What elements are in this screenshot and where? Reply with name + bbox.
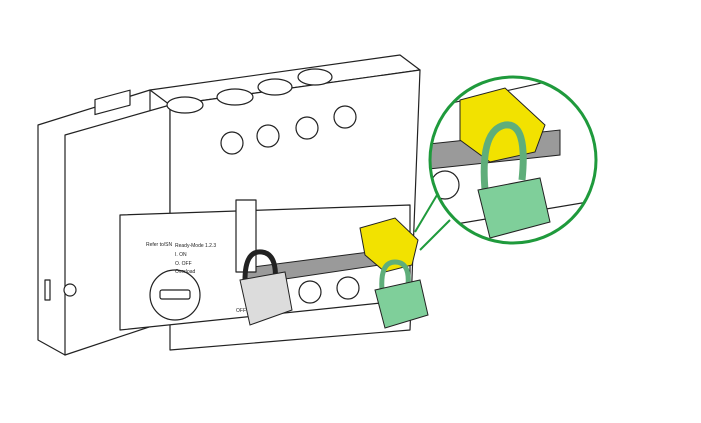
circuit-breaker: Refer to/SN Ready-Mode 1.2.3 I. ON O. OF… bbox=[37, 54, 421, 356]
rotary-knob bbox=[149, 269, 201, 321]
gray-padlock bbox=[235, 199, 293, 326]
label-reference: Refer to/SN bbox=[146, 242, 173, 248]
label-off: O. OFF bbox=[175, 261, 192, 267]
label-handle-off: OFF bbox=[236, 308, 246, 314]
detail-magnifier-circle bbox=[428, 75, 598, 245]
yellow-lockout-device bbox=[359, 217, 419, 273]
label-overload: Overload bbox=[175, 269, 196, 275]
top-terminals bbox=[166, 68, 357, 155]
label-on: I. ON bbox=[175, 252, 187, 258]
label-mode: Ready-Mode 1.2.3 bbox=[175, 243, 216, 249]
green-padlock bbox=[374, 259, 429, 329]
